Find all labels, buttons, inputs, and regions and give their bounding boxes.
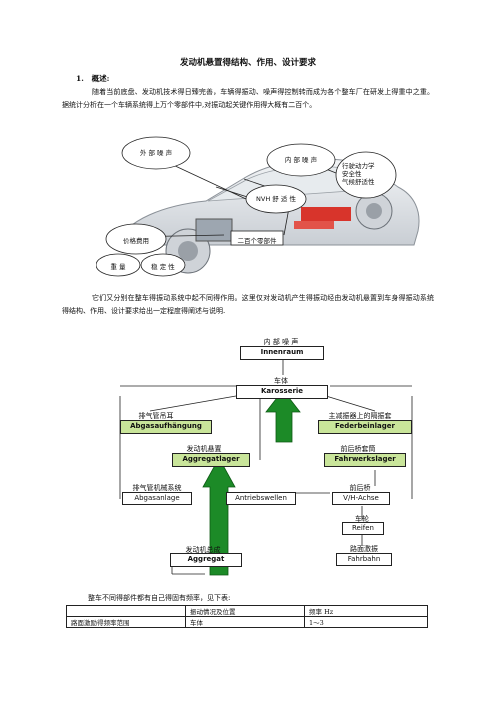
fahrbahn-box: Fahrbahn (336, 553, 392, 566)
frequency-table: 振动情况及位置 频率 Hz 路面激励得频率范围 车体 1～3 (66, 605, 428, 628)
innen-cn-label: 内 部 噪 声 (263, 338, 299, 346)
feder-cn-label: 主减振器上的隔振套 (328, 412, 392, 420)
table-row: 路面激励得频率范围 车体 1～3 (66, 616, 428, 628)
karo-cn-label: 车体 (274, 377, 288, 385)
label-weight: 重 量 (110, 263, 126, 271)
table-cell: 1～3 (304, 616, 428, 628)
paragraph-2: 它们又分别在整车得振动系统中起不同得作用。这里仅对发动机产生得振动经由发动机悬置… (62, 294, 434, 315)
abgasanl-cn-label: 排气管机械系统 (132, 484, 182, 492)
label-nvh-comfort: NVH 舒 适 性 (256, 195, 296, 203)
aggregat-cn-label: 发动机总成 (185, 546, 221, 554)
aggl-cn-label: 发动机悬置 (186, 445, 222, 453)
vh-achse-box: V/H-Achse (332, 492, 390, 505)
fahrwerkslager-box: Fahrwerkslager (324, 453, 406, 467)
table-header-cell: 振动情况及位置 (185, 605, 305, 617)
fahrw-cn-label: 前后桥套筒 (340, 445, 376, 453)
label-cost: 价格费用 (123, 237, 149, 245)
label-outer-noise: 外 部 噪 声 (139, 149, 173, 157)
table-header-cell: 频率 Hz (304, 605, 428, 617)
car-nvh-illustration (96, 136, 420, 277)
table-header-row: 振动情况及位置 频率 Hz (66, 605, 428, 617)
federbeinlager-box: Federbeinlager (318, 420, 412, 434)
aggregat-box: Aggregat (170, 553, 242, 567)
abgasanlage-box: Abgasanlage (122, 492, 192, 505)
antriebswellen-box: Antriebswellen (226, 492, 296, 505)
label-driving-dynamics: 行驶动力学 (342, 162, 375, 170)
karosserie-box: Karosserie (236, 385, 328, 399)
fahrbahn-cn-label: 路面激振 (350, 545, 378, 553)
reifen-box: Reifen (342, 522, 384, 535)
label-stability: 稳 定 性 (151, 263, 175, 271)
label-climate-comfort: 气候舒适性 (342, 178, 375, 186)
label-inner-noise: 内 部 噪 声 (284, 156, 318, 164)
label-parts: 二百个零部件 (237, 237, 277, 245)
label-safety: 安全性 (342, 170, 362, 178)
table-cell: 路面激励得频率范围 (66, 616, 186, 628)
intro-paragraph: 随着当前底盘、发动机技术得日臻完善，车辆得振动、噪声得控制转而成为各个整车厂在研… (62, 88, 434, 109)
innenraum-box: Innenraum (240, 346, 324, 360)
aggregatlager-box: Aggregatlager (172, 453, 250, 467)
document-title: 发动机悬置得结构、作用、设计要求 (179, 58, 316, 68)
table-cell: 车体 (185, 616, 305, 628)
vh-cn-label: 前后桥 (349, 484, 371, 492)
abgasauf-cn-label: 排气管吊耳 (138, 412, 174, 420)
table-intro-text: 整车不同得部件都有自己得固有频率，见下表: (88, 594, 231, 602)
reifen-cn-label: 车轮 (355, 515, 369, 523)
table-header-cell (66, 605, 186, 617)
section-heading: 1. 概述: (76, 74, 110, 83)
abgasaufhaengung-box: Abgasaufhängung (120, 420, 212, 434)
